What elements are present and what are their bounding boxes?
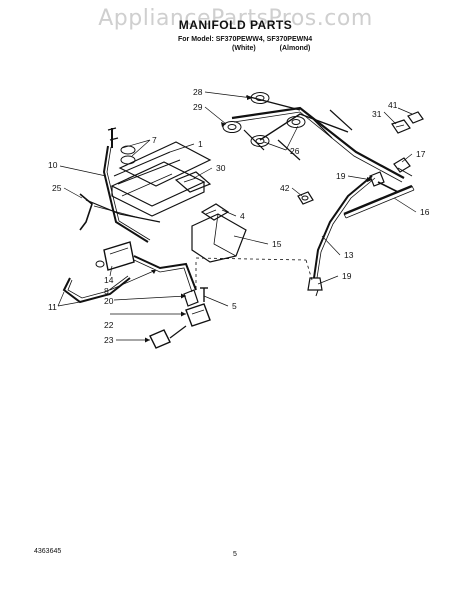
- callout-26: 26: [290, 146, 300, 156]
- callout-8: 8: [104, 286, 109, 296]
- screw-5: [200, 287, 208, 302]
- callout-11: 11: [48, 302, 57, 312]
- tube-10: [102, 145, 151, 243]
- knob-42: [297, 191, 314, 205]
- tube-11: [62, 275, 131, 304]
- callout-16: 16: [420, 207, 430, 217]
- burner-tray-1: [113, 141, 212, 187]
- igniter-plate-30: [174, 171, 212, 193]
- fitting-19-upper: [369, 171, 399, 193]
- leader-arrowheads: [145, 95, 372, 343]
- knob-41: [407, 111, 424, 124]
- thermostat-23: [149, 325, 187, 349]
- callout-29: 29: [193, 102, 203, 112]
- valve-body-22: [185, 303, 211, 327]
- variant-labels: (White) (Almond): [232, 45, 332, 52]
- burner-valve-26-right: [286, 116, 306, 128]
- watermark: AppliancePartsPros.com: [98, 6, 373, 31]
- callout-20: 20: [104, 296, 114, 306]
- supply-tube-13: [313, 175, 376, 279]
- document-number: 4363645: [34, 548, 62, 555]
- callout-19-lower: 19: [342, 271, 352, 281]
- leader-lines: [57, 91, 417, 341]
- manifold-rail-16: [343, 184, 415, 219]
- callout-1: 1: [198, 139, 203, 149]
- callout-17: 17: [416, 149, 426, 159]
- valve-20: [183, 289, 199, 307]
- callout-4: 4: [240, 211, 245, 221]
- callout-30: 30: [216, 163, 226, 173]
- gas-line-8: [133, 255, 197, 293]
- valve-stem-row: [243, 109, 353, 161]
- burner-valve-26-left: [250, 135, 270, 147]
- variant-white: (White): [232, 45, 256, 52]
- callout-23: 23: [104, 335, 114, 345]
- bracket-7: [107, 127, 136, 165]
- manifold-tube: [231, 95, 405, 183]
- regulator-14: [95, 241, 135, 271]
- fitting-19-lower: [307, 277, 323, 297]
- shield-15: [191, 213, 247, 263]
- variant-almond: (Almond): [279, 45, 311, 52]
- callout-5: 5: [232, 301, 237, 311]
- callout-25: 25: [52, 183, 62, 193]
- page-title: MANIFOLD PARTS: [178, 18, 293, 32]
- bracket-17: [393, 157, 413, 177]
- callout-41: 41: [388, 100, 398, 110]
- burner-orifice-29: [222, 121, 242, 133]
- callout-15: 15: [272, 239, 282, 249]
- callout-22: 22: [104, 320, 114, 330]
- knob-31: [391, 119, 411, 134]
- callout-14: 14: [104, 275, 114, 285]
- model-line: For Model: SF370PEWW4, SF370PEWN4: [178, 36, 313, 43]
- callout-7: 7: [152, 135, 157, 145]
- callout-42: 42: [280, 183, 290, 193]
- callout-labels: 28 29 31 41 7 1 26 17 10 30 19 25 42 16 …: [48, 87, 430, 345]
- callout-28: 28: [193, 87, 203, 97]
- callout-13: 13: [344, 250, 354, 260]
- callout-19-upper: 19: [336, 171, 346, 181]
- callout-31: 31: [372, 109, 382, 119]
- callout-10: 10: [48, 160, 58, 170]
- igniter-25: [79, 193, 161, 231]
- page-number: 5: [233, 551, 237, 558]
- reference-dashed-line: [195, 257, 313, 290]
